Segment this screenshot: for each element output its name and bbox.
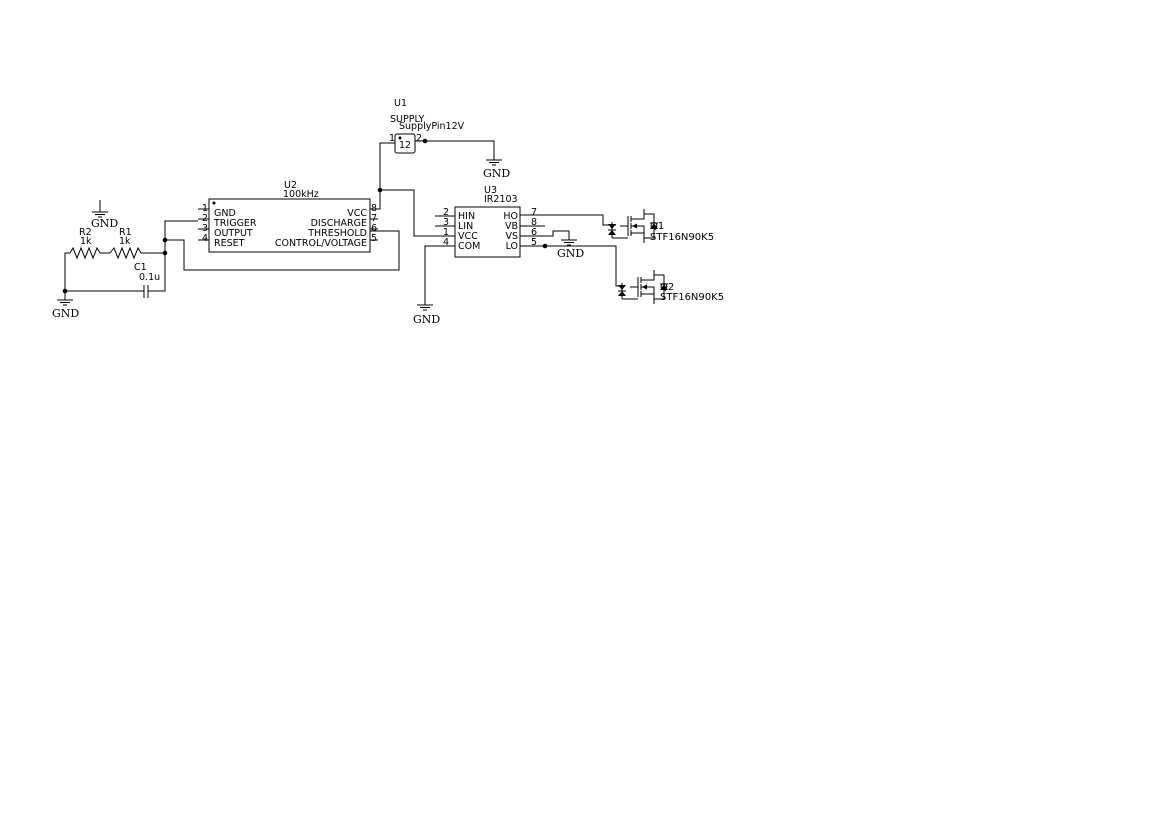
- svg-text:GND: GND: [91, 217, 118, 230]
- u2-pin-output: OUTPUT: [214, 228, 253, 239]
- svg-text:1k: 1k: [119, 236, 131, 247]
- u1-pin2: 2: [416, 133, 422, 144]
- u3-pin-vs: VS: [505, 231, 518, 242]
- u3-pin-com: COM: [458, 241, 480, 252]
- u2-pin-control-voltage: CONTROL/VOLTAGE: [275, 238, 367, 249]
- u2-value: 100kHz: [283, 189, 319, 200]
- u3-pin-lo: LO: [506, 241, 518, 252]
- u1-type: SUPPLY: [390, 114, 424, 125]
- mosfet-q1[interactable]: Q1 STF16N90K5: [607, 208, 714, 244]
- svg-text:STF16N90K5: STF16N90K5: [660, 292, 724, 303]
- wires: [62, 138, 624, 305]
- svg-text:3: 3: [443, 217, 449, 228]
- svg-text:C1: C1: [134, 262, 147, 273]
- u2-pin-threshold: THRESHOLD: [307, 228, 367, 239]
- svg-text:8: 8: [531, 217, 537, 228]
- svg-text:Q1: Q1: [650, 221, 664, 232]
- svg-text:STF16N90K5: STF16N90K5: [650, 232, 714, 243]
- svg-text:1k: 1k: [80, 236, 92, 247]
- svg-text:2: 2: [443, 207, 449, 218]
- svg-text:3: 3: [202, 223, 208, 234]
- svg-text:4: 4: [443, 237, 449, 248]
- u1-ref: U1: [394, 98, 407, 109]
- u2-pin-trigger: TRIGGER: [213, 218, 257, 229]
- u1-pin1: 1: [389, 133, 395, 144]
- gnd-symbol-bottom-left: GND: [52, 299, 79, 320]
- resistor-r1[interactable]: R1 1k: [100, 227, 145, 260]
- svg-text:GND: GND: [413, 313, 440, 326]
- svg-text:4: 4: [202, 233, 208, 244]
- u3-pin-ho: HO: [503, 211, 518, 222]
- u3-gate-driver[interactable]: U3 IR2103 2 3 1 4 HIN LIN VCC COM HO VB …: [435, 185, 545, 258]
- u2-timer[interactable]: U2 100kHz 1 2 3 4 GND TRIGGER OUTPUT RES…: [198, 180, 378, 253]
- u3-pin-hin: HIN: [458, 211, 475, 222]
- svg-text:Q2: Q2: [660, 282, 674, 293]
- u3-ref: U3: [484, 185, 497, 196]
- gnd-symbol-u1: GND: [483, 159, 510, 180]
- u2-ref: U2: [284, 180, 297, 191]
- resistor-r2[interactable]: R2 1k: [69, 227, 101, 260]
- mosfet-q2[interactable]: Q2 STF16N90K5: [617, 269, 724, 305]
- svg-text:6: 6: [371, 223, 377, 234]
- gnd-symbol-top-left: GND: [91, 211, 118, 230]
- svg-text:7: 7: [531, 207, 537, 218]
- svg-text:GND: GND: [52, 307, 79, 320]
- svg-text:2: 2: [202, 213, 208, 224]
- gnd-symbol-u3-vs: GND: [557, 239, 584, 260]
- u1-body-label: 12: [399, 140, 411, 151]
- svg-text:8: 8: [371, 203, 377, 214]
- svg-text:5: 5: [371, 233, 377, 244]
- u2-pin-reset: RESET: [214, 238, 245, 249]
- u2-pin-gnd: GND: [214, 208, 236, 219]
- svg-text:R1: R1: [119, 227, 132, 238]
- u3-pin-lin: LIN: [458, 221, 473, 232]
- u1-value: SupplyPin12V: [399, 121, 465, 132]
- svg-text:0.1u: 0.1u: [139, 272, 160, 283]
- capacitor-c1[interactable]: C1 0.1u: [134, 262, 160, 298]
- svg-text:1: 1: [443, 227, 449, 238]
- svg-text:GND: GND: [483, 167, 510, 180]
- u3-pin-vcc: VCC: [458, 231, 478, 242]
- svg-text:6: 6: [531, 227, 537, 238]
- svg-text:R2: R2: [79, 227, 92, 238]
- svg-text:7: 7: [371, 213, 377, 224]
- u2-pin-vcc: VCC: [347, 208, 367, 219]
- u1-supply[interactable]: U1 SUPPLY SupplyPin12V 12 1 2: [389, 98, 465, 154]
- u3-value: IR2103: [484, 194, 518, 205]
- svg-text:GND: GND: [557, 247, 584, 260]
- svg-text:1: 1: [202, 203, 208, 214]
- svg-text:5: 5: [531, 237, 537, 248]
- u2-pin-discharge: DISCHARGE: [311, 218, 367, 229]
- gnd-symbol-u3-com: GND: [413, 304, 440, 326]
- u3-pin-vb: VB: [505, 221, 518, 232]
